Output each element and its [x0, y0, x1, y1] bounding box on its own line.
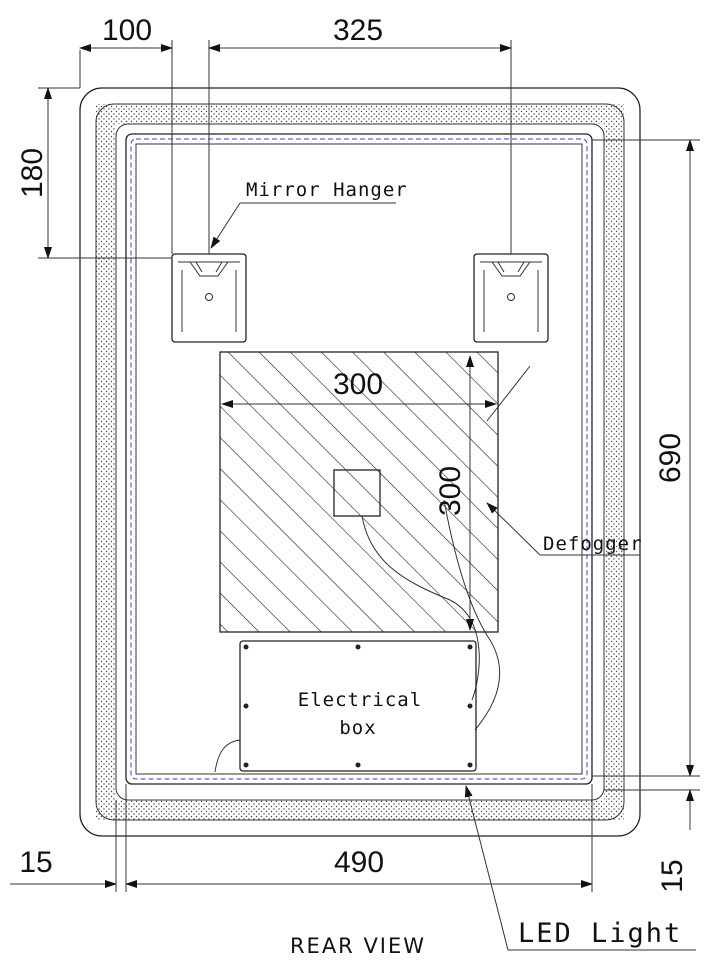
- mirror-glass: [125, 133, 593, 785]
- mirror-frame: [79, 87, 641, 837]
- dim-bottom-left: 15: [19, 846, 52, 879]
- dim-bottom-span: 490: [334, 846, 384, 879]
- mirror-hanger-label: Mirror Hanger: [246, 179, 408, 201]
- dim-top-left: 100: [102, 14, 152, 47]
- dim-defogger-width: 300: [333, 368, 383, 401]
- defogger-connector: [333, 469, 381, 517]
- dim-defogger-height: 300: [434, 466, 467, 516]
- electrical-box-label-line2: box: [339, 717, 376, 739]
- dim-right-vertical: 690: [654, 433, 687, 483]
- wiring: [214, 499, 501, 773]
- drawing-caption: REAR VIEW: [290, 934, 426, 958]
- electrical-box: Electrical box: [239, 640, 477, 772]
- electrical-box-label-line1: Electrical: [298, 689, 422, 711]
- mirror-hanger-right: [473, 253, 549, 343]
- defogger-label: Defogger: [543, 533, 643, 555]
- dim-top-span: 325: [333, 14, 383, 47]
- dimension-lines: [10, 44, 694, 888]
- mirror-hanger-left: [171, 253, 247, 343]
- dimension-labels: 100 325 180 300 300 690 15 490 15: [16, 14, 689, 893]
- callout-defogger: Defogger: [486, 365, 643, 556]
- led-strip: [130, 138, 588, 780]
- dim-left-vertical: 180: [16, 148, 49, 198]
- callout-mirror-hanger: Mirror Hanger: [210, 179, 408, 249]
- callout-led-light: LED Light: [464, 785, 696, 951]
- dim-bottom-right: 15: [656, 859, 689, 892]
- defogger-pad: [219, 351, 499, 633]
- led-light-label: LED Light: [518, 918, 682, 949]
